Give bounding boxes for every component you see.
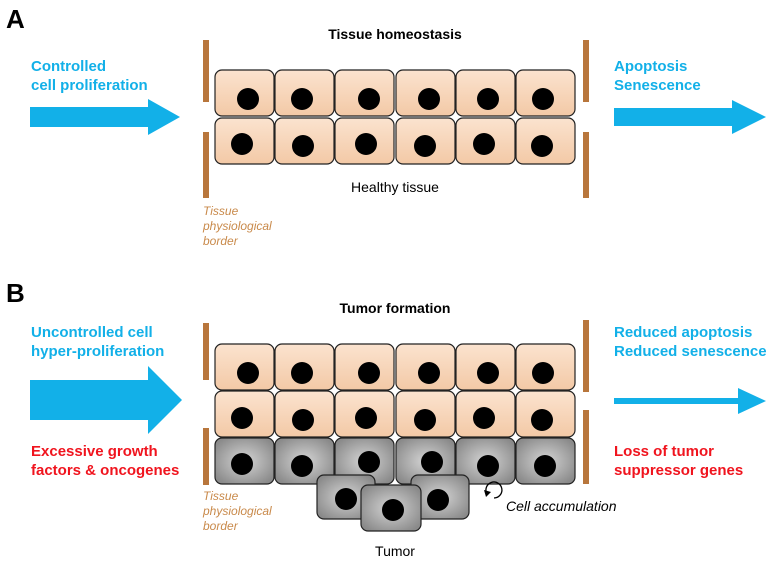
tumor-label: Tumor bbox=[375, 543, 415, 559]
panel-b-letter: B bbox=[6, 278, 25, 308]
tumor-border-left-top bbox=[203, 323, 209, 380]
panel-b-border-label: Tissue physiological border bbox=[202, 489, 275, 533]
tumor-cell bbox=[214, 437, 275, 485]
healthy-cell bbox=[515, 69, 576, 117]
cell-accumulation-label: Cell accumulation bbox=[506, 498, 617, 514]
hyper-proliferation-arrow bbox=[30, 366, 182, 434]
healthy-cell bbox=[395, 343, 456, 391]
healthy-cell bbox=[515, 390, 576, 438]
panel-a-border-label: Tissue physiological border bbox=[202, 204, 275, 248]
panel-a-left-label: Controlled cell proliferation bbox=[31, 58, 148, 94]
panel-a-letter: A bbox=[6, 4, 25, 34]
healthy-cell bbox=[274, 390, 335, 438]
panel-b: B Tumor formation Uncontrolled cell hype… bbox=[6, 278, 767, 559]
healthy-cell bbox=[274, 117, 335, 165]
tumor-border-right-bottom bbox=[583, 410, 589, 484]
healthy-cell bbox=[214, 117, 275, 165]
panel-a-right-label: Apoptosis Senescence bbox=[614, 58, 701, 94]
panel-b-title: Tumor formation bbox=[340, 300, 451, 316]
healthy-cell bbox=[455, 117, 516, 165]
tumor-cell bbox=[410, 474, 470, 520]
cell-accumulation-icon bbox=[484, 481, 503, 499]
healthy-cell bbox=[334, 69, 395, 117]
healthy-cell bbox=[274, 343, 335, 391]
healthy-cell bbox=[515, 343, 576, 391]
healthy-cell bbox=[334, 343, 395, 391]
panel-b-right-red-label: Loss of tumor suppressor genes bbox=[614, 443, 743, 479]
healthy-cell bbox=[334, 390, 395, 438]
healthy-cell bbox=[334, 117, 395, 165]
proliferation-arrow bbox=[30, 99, 180, 135]
healthy-cell bbox=[274, 69, 335, 117]
healthy-tissue bbox=[214, 69, 576, 165]
healthy-cell bbox=[455, 343, 516, 391]
tumor-cell bbox=[274, 437, 335, 485]
tissue-border-right-top bbox=[583, 40, 589, 102]
tumor-cell bbox=[360, 484, 422, 532]
healthy-cell bbox=[455, 390, 516, 438]
reduced-apoptosis-arrow bbox=[614, 388, 766, 414]
panel-b-left-red-label: Excessive growth factors & oncogenes bbox=[31, 443, 179, 479]
tumor-cell bbox=[515, 437, 576, 485]
healthy-cell bbox=[395, 390, 456, 438]
tumor-cell bbox=[455, 437, 516, 485]
tumor-border-left-bottom bbox=[203, 428, 209, 485]
panel-b-left-label: Uncontrolled cell hyper-proliferation bbox=[31, 324, 164, 360]
tissue-border-left-top bbox=[203, 40, 209, 102]
healthy-cell bbox=[515, 117, 576, 165]
healthy-cell bbox=[395, 69, 456, 117]
healthy-cell bbox=[214, 390, 275, 438]
healthy-tissue-label: Healthy tissue bbox=[351, 179, 439, 195]
panel-a-title: Tissue homeostasis bbox=[328, 26, 462, 42]
panel-b-right-label: Reduced apoptosis Reduced senescence bbox=[614, 324, 767, 360]
healthy-cell bbox=[214, 343, 275, 391]
tumor-tissue bbox=[214, 343, 576, 532]
tissue-border-left-bottom bbox=[203, 132, 209, 198]
tissue-border-right-bottom bbox=[583, 132, 589, 198]
healthy-cell bbox=[214, 69, 275, 117]
tumor-border-right-top bbox=[583, 320, 589, 392]
apoptosis-arrow bbox=[614, 100, 766, 134]
healthy-cell bbox=[455, 69, 516, 117]
healthy-cell bbox=[395, 117, 456, 165]
panel-a: A Tissue homeostasis Controlled cell pro… bbox=[6, 4, 766, 248]
